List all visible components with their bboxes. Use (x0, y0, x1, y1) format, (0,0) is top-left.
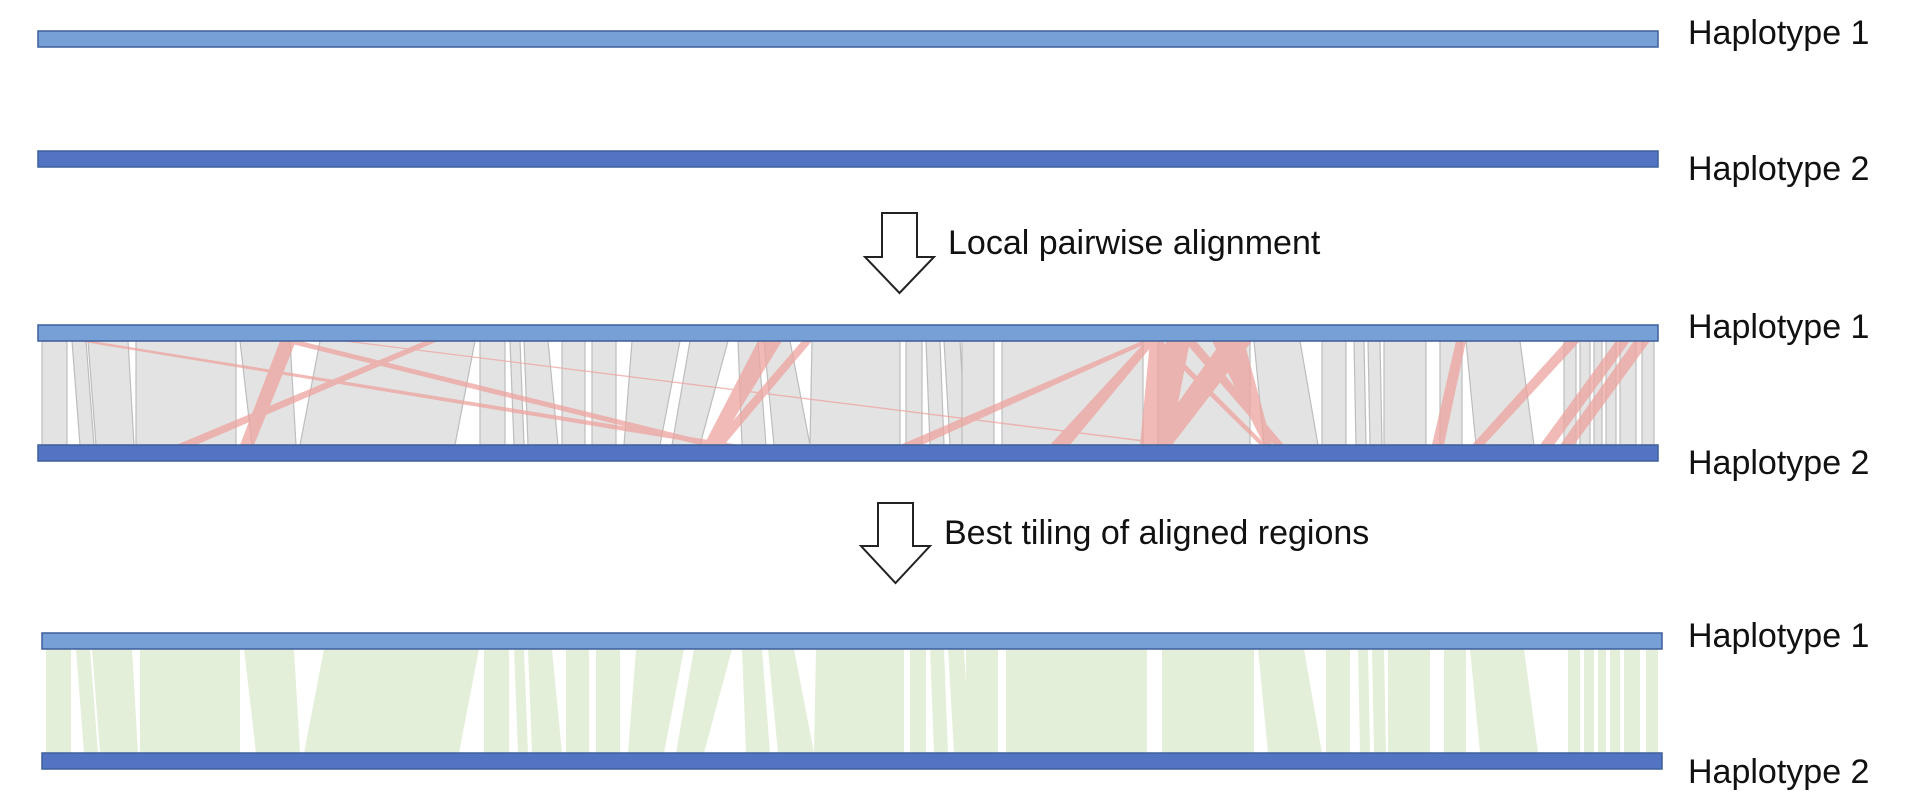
tiled-segment (1372, 649, 1386, 753)
aligned-segment (87, 340, 135, 446)
tiled-segment (528, 649, 562, 753)
tiled-segment (1358, 649, 1370, 753)
tiled-segment (1258, 649, 1322, 753)
tiled-segment (76, 649, 98, 753)
tiled-segment (1598, 649, 1606, 753)
tiled-segment (1444, 649, 1466, 753)
tiled-segment (742, 649, 770, 753)
aligned-segment (509, 340, 525, 446)
haplotype-1-label: Haplotype 1 (1688, 308, 1869, 346)
aligned-segment (561, 340, 586, 446)
rearranged-alignment (1432, 341, 1466, 445)
haplotype-1-bar (37, 324, 1659, 342)
tiled-segment (814, 649, 904, 753)
aligned-segment (1641, 340, 1655, 446)
tiled-segment (566, 649, 589, 753)
tiled-segment (596, 649, 620, 753)
tiled-segment (304, 649, 479, 753)
tiled-segment (966, 649, 998, 753)
aligned-segment (961, 340, 995, 446)
rearranged-alignment (1472, 341, 1580, 445)
aligned-segment (523, 340, 559, 446)
haplotype-2-bar (37, 444, 1659, 462)
rearranged-alignment (712, 341, 812, 445)
aligned-segment (1321, 340, 1347, 446)
tiled-segment (1006, 649, 1147, 753)
tiled-segment (676, 649, 732, 753)
tiled-segment (1162, 649, 1254, 753)
tiled-segment (244, 649, 300, 753)
step-label: Local pairwise alignment (948, 224, 1321, 262)
tiled-segment (1388, 649, 1430, 753)
aligned-segment (905, 340, 923, 446)
alignment-panel: Haplotype 1 Haplotype 2 (37, 308, 1869, 482)
haplotype-2-label: Haplotype 2 (1688, 150, 1869, 188)
rearranged-alignment (78, 341, 740, 445)
step-label: Best tiling of aligned regions (944, 514, 1369, 552)
haplotype-1-bar (41, 632, 1663, 650)
tiled-segment (1610, 649, 1620, 753)
rearranged-alignment (176, 341, 438, 445)
rearranged-alignment (1212, 341, 1272, 445)
tiled-segment (948, 649, 970, 753)
aligned-segment (1353, 340, 1367, 446)
tiled-segment (1568, 649, 1580, 753)
tiled-segment (514, 649, 528, 753)
aligned-segment (809, 340, 901, 446)
aligned-segment (1383, 340, 1427, 446)
haplotype-2-label: Haplotype 2 (1688, 444, 1869, 482)
tiled-segment (140, 649, 240, 753)
tiled-segment (930, 649, 948, 753)
step-best-tiling: Best tiling of aligned regions (858, 502, 1369, 585)
down-arrow-icon (862, 212, 937, 295)
haplotype-1-label: Haplotype 1 (1688, 14, 1869, 52)
rearranged-alignment (900, 341, 1152, 445)
tiled-segment (46, 649, 71, 753)
tiled-segment (910, 649, 926, 753)
aligned-segment (1367, 340, 1383, 446)
tiled-segment (92, 649, 138, 753)
rearranged-alignment (1560, 341, 1650, 445)
rearranged-alignments (78, 341, 1650, 445)
tiled-segment (1584, 649, 1594, 753)
tiled-segments (46, 649, 1658, 753)
rearranged-alignment (1154, 341, 1266, 445)
rearranged-alignment (1050, 341, 1156, 445)
rearranged-alignment (704, 341, 782, 445)
down-arrow-icon (858, 502, 933, 585)
rearranged-alignment (1150, 341, 1190, 445)
haplotype-2-bar (41, 752, 1663, 770)
tiled-segment (1624, 649, 1640, 753)
tiled-segment (768, 649, 814, 753)
step-local-alignment: Local pairwise alignment (862, 212, 1321, 295)
tiled-segment (628, 649, 684, 753)
haplotype-2-bar (37, 150, 1659, 168)
aligned-segment (299, 340, 476, 446)
haplotype-2-label: Haplotype 2 (1688, 753, 1869, 791)
tiling-panel: Haplotype 1 Haplotype 2 (41, 617, 1869, 791)
rearranged-alignment (280, 341, 722, 445)
tiled-segment (1470, 649, 1538, 753)
tiled-segment (484, 649, 509, 753)
aligned-segment (41, 340, 68, 446)
rearranged-alignment (1540, 341, 1630, 445)
haplotype-1-label: Haplotype 1 (1688, 617, 1869, 655)
input-panel: Haplotype 1 Haplotype 2 (37, 14, 1869, 188)
tiled-segment (1646, 649, 1658, 753)
haplotype-1-bar (37, 30, 1659, 48)
tiled-segment (1326, 649, 1350, 753)
aligned-segment (591, 340, 617, 446)
